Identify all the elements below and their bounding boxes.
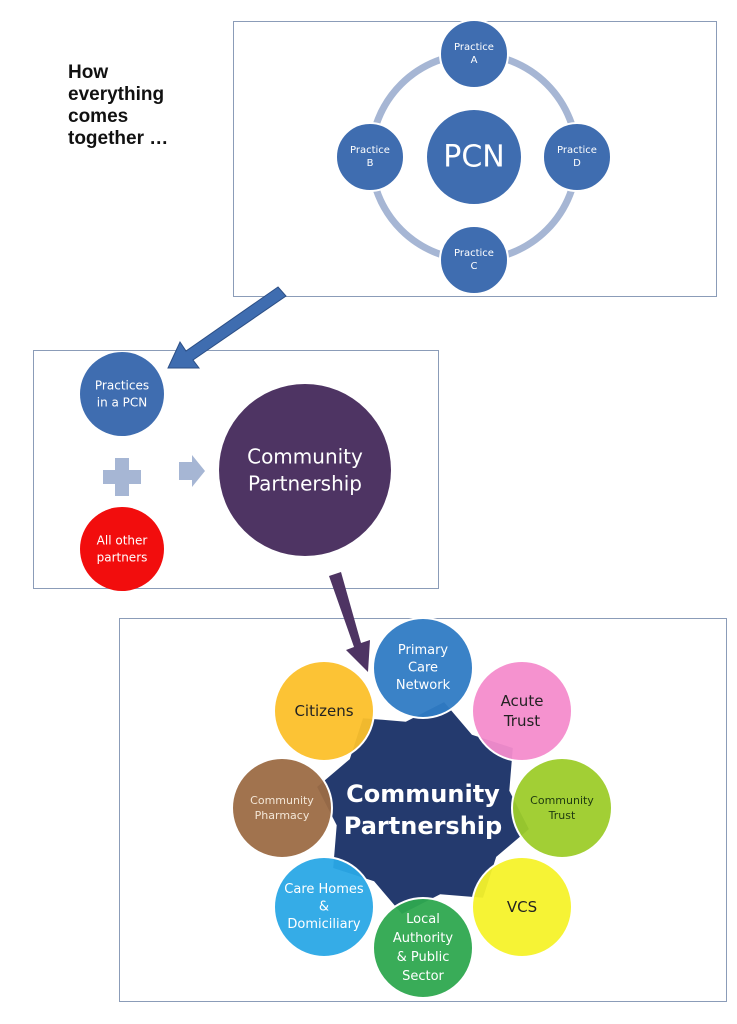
practice-label-d-line: Practice bbox=[557, 145, 597, 156]
practice-node-a bbox=[439, 19, 509, 89]
page-heading: How everything comes together … bbox=[68, 62, 169, 149]
practice-label-b-line: Practice bbox=[350, 145, 390, 156]
member-label-citizens: Citizens bbox=[294, 702, 353, 720]
member-label-care-homes-domiciliary-line: & bbox=[319, 900, 329, 915]
member-node-acute-trust bbox=[471, 660, 573, 762]
pcn-center-label: PCN bbox=[443, 140, 504, 175]
arrow-right-icon bbox=[179, 455, 205, 487]
member-node-local-authority-public-sector bbox=[372, 897, 474, 999]
all-other-partners-label-line: partners bbox=[97, 551, 148, 565]
member-label-citizens-line: Citizens bbox=[294, 702, 353, 720]
member-label-vcs: VCS bbox=[507, 898, 537, 916]
practice-label-a-line: Practice bbox=[454, 42, 494, 53]
partnership-center-label-line: Partnership bbox=[344, 812, 502, 840]
practice-label-b-line: B bbox=[367, 158, 374, 169]
member-label-primary-care-network-line: Primary bbox=[398, 643, 449, 658]
practice-node-d bbox=[542, 122, 612, 192]
member-label-local-authority-public-sector-line: & Public bbox=[397, 950, 450, 965]
member-node-citizens bbox=[273, 660, 375, 762]
community-partnership-node bbox=[219, 384, 391, 556]
member-label-care-homes-domiciliary-line: Domiciliary bbox=[287, 917, 361, 932]
pcn-center-label-line: PCN bbox=[443, 140, 504, 175]
member-label-acute-trust-line: Trust bbox=[503, 712, 540, 730]
pcn-center-node bbox=[425, 108, 523, 206]
member-label-community-pharmacy-line: Community bbox=[250, 794, 314, 807]
member-node-care-homes-domiciliary bbox=[273, 856, 375, 958]
member-label-local-authority-public-sector-line: Sector bbox=[402, 969, 444, 984]
member-label-community-pharmacy-line: Pharmacy bbox=[255, 809, 310, 822]
member-label-primary-care-network-line: Care bbox=[408, 661, 438, 676]
practice-label-a-line: A bbox=[471, 55, 478, 66]
member-label-vcs-line: VCS bbox=[507, 898, 537, 916]
community-partnership-label-line: Partnership bbox=[248, 472, 362, 496]
practice-label-d-line: D bbox=[573, 158, 581, 169]
plus-icon bbox=[103, 458, 141, 496]
member-label-primary-care-network-line: Network bbox=[396, 678, 451, 693]
practice-node-c bbox=[439, 225, 509, 295]
member-label-care-homes-domiciliary: Care Homes & Domiciliary bbox=[284, 882, 364, 932]
practice-node-b bbox=[335, 122, 405, 192]
member-node-community-pharmacy bbox=[231, 757, 333, 859]
practices-in-pcn-node bbox=[80, 352, 164, 436]
all-other-partners-label: All other partners bbox=[97, 534, 148, 565]
practice-label-c-line: Practice bbox=[454, 248, 494, 259]
member-label-acute-trust-line: Acute bbox=[501, 692, 544, 710]
partnership-center-label-line: Community bbox=[346, 780, 500, 808]
community-partnership-label-line: Community bbox=[247, 445, 363, 469]
member-label-care-homes-domiciliary-line: Care Homes bbox=[284, 882, 364, 897]
member-label-local-authority-public-sector-line: Local bbox=[406, 912, 440, 927]
practices-in-pcn-label: Practices in a PCN bbox=[95, 379, 149, 410]
arrow-shape bbox=[167, 286, 287, 369]
all-other-partners-label-line: All other bbox=[97, 534, 148, 548]
member-node-vcs bbox=[471, 856, 573, 958]
practices-in-pcn-label-line: in a PCN bbox=[97, 396, 148, 410]
arrow-shape bbox=[329, 572, 370, 672]
arrow-down-left-icon bbox=[167, 286, 287, 369]
member-label-local-authority-public-sector-line: Authority bbox=[393, 931, 453, 946]
all-other-partners-node bbox=[80, 507, 164, 591]
member-label-community-trust-line: Trust bbox=[548, 809, 576, 822]
member-node-primary-care-network bbox=[372, 617, 474, 719]
partnership-star-shape bbox=[317, 702, 529, 914]
practices-in-pcn-label-line: Practices bbox=[95, 379, 149, 393]
member-label-community-trust-line: Community bbox=[530, 794, 594, 807]
arrow-down-icon bbox=[329, 572, 370, 672]
practice-label-c-line: C bbox=[471, 261, 478, 272]
member-node-community-trust bbox=[511, 757, 613, 859]
